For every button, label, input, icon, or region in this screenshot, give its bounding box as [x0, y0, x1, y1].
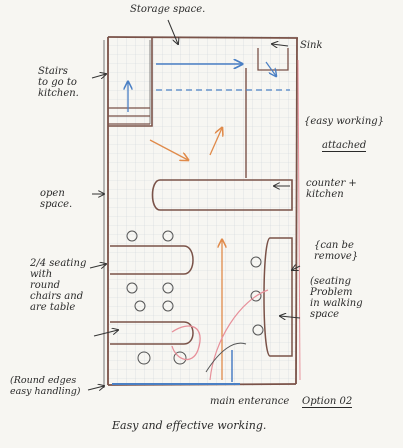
orange-arrow-1	[149, 139, 188, 160]
grid-paper	[107, 36, 297, 386]
label-main-entrance: main enterance	[210, 396, 290, 407]
seating-left-top	[110, 230, 194, 294]
label-attached-text: attached	[322, 140, 367, 152]
label-open-space: open space.	[40, 188, 73, 210]
label-counter-kitchen: counter + kitchen	[306, 178, 357, 200]
label-option: Option 02	[302, 396, 353, 408]
label-round-edges: (Round edges easy handling)	[10, 375, 81, 397]
sink-arrow	[265, 61, 276, 76]
label-attached: attached	[322, 140, 367, 152]
label-option-text: Option 02	[302, 396, 353, 408]
pink-curve-2	[209, 289, 269, 381]
label-storage-space: Storage space.	[130, 4, 206, 15]
pencil-curve	[205, 342, 247, 373]
seating-right	[250, 237, 293, 357]
seating-left-bottom	[110, 300, 194, 365]
label-seating-problem: (seating Problem in walking space	[310, 276, 363, 320]
storage-wall	[108, 38, 153, 127]
label-can-be-remove: {can be remove}	[314, 240, 359, 262]
label-sink: Sink	[300, 40, 323, 51]
label-seating: 2/4 seating with round chairs and are ta…	[30, 258, 87, 313]
annotation-arrows	[87, 19, 301, 390]
kitchen-wall-pink	[297, 59, 301, 381]
stairs	[108, 107, 150, 125]
pink-curve-1	[171, 325, 201, 361]
label-easy-working: {easy working}	[304, 116, 385, 127]
orange-arrow-2	[209, 128, 222, 156]
kitchen-counter	[151, 179, 293, 211]
label-stairs: Stairs to go to kitchen.	[38, 66, 79, 99]
caption: Easy and effective working.	[112, 419, 267, 432]
